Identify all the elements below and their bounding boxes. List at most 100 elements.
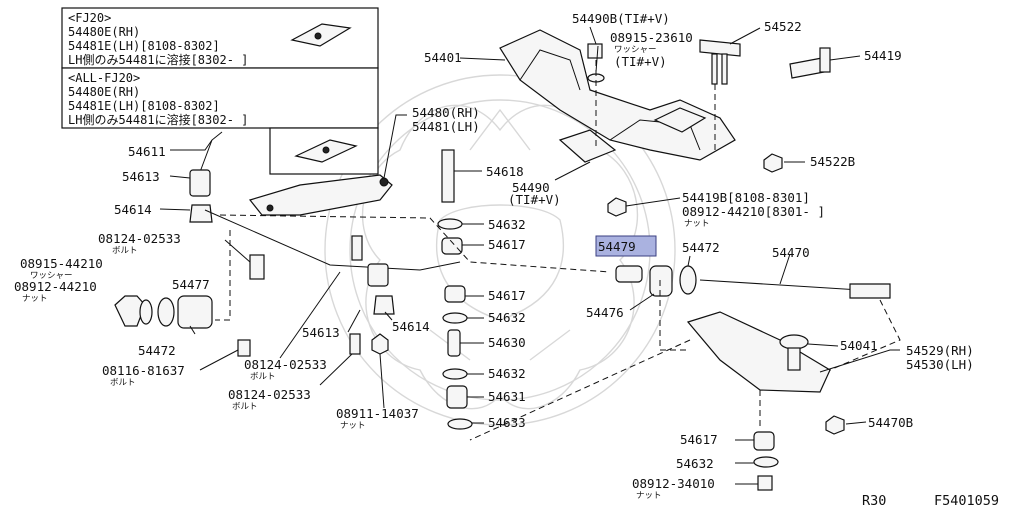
footer-figure-code: F5401059 xyxy=(934,493,999,509)
label-08915-23610[interactable]: 08915-23610 xyxy=(610,30,693,45)
label-54419[interactable]: 54419 xyxy=(864,48,902,63)
label-08124b-sub: ボルト xyxy=(250,372,276,382)
inset-all-line1: 54480E(RH) xyxy=(68,85,140,99)
label-54472b[interactable]: 54472 xyxy=(682,240,720,255)
label-54630[interactable]: 54630 xyxy=(488,335,526,350)
label-54481[interactable]: 54481(LH) xyxy=(412,119,480,134)
label-08915-44210[interactable]: 08915-44210 xyxy=(20,256,103,271)
label-54631[interactable]: 54631 xyxy=(488,389,526,404)
label-54611[interactable]: 54611 xyxy=(128,144,166,159)
label-08116-81637[interactable]: 08116-81637 xyxy=(102,363,185,378)
label-08911-sub: ナット xyxy=(340,421,366,431)
label-54632[interactable]: 54632 xyxy=(488,217,526,232)
inset-box-fj20: <FJ20> 54480E(RH) 54481E(LH)[8108-8302] … xyxy=(61,7,379,69)
bolt-08124c xyxy=(349,333,361,355)
label-08912-44210b[interactable]: 08912-44210[8301- ] xyxy=(682,204,825,219)
bolt-08124b xyxy=(351,235,363,261)
inset-fj20-line2: 54481E(LH)[8108-8302] xyxy=(68,39,220,53)
label-54470[interactable]: 54470 xyxy=(772,245,810,260)
nut-08911 xyxy=(371,333,389,355)
ball-joint-cap-54041 xyxy=(779,334,809,350)
label-08912-34010[interactable]: 08912-34010 xyxy=(632,476,715,491)
bushing-54617b xyxy=(444,285,466,303)
label-08124b[interactable]: 08124-02533 xyxy=(244,357,327,372)
inset-fj20-line3: LH側のみ54481に溶接[8302- ] xyxy=(68,52,248,67)
label-54476[interactable]: 54476 xyxy=(586,305,624,320)
label-08912-sub: ナット xyxy=(22,294,48,304)
label-54490b[interactable]: 54490B(TI#+V) xyxy=(572,11,670,26)
label-08912-44210[interactable]: 08912-44210 xyxy=(14,279,97,294)
inset-fj20-line1: 54480E(RH) xyxy=(68,25,140,39)
lower-arm-assembly xyxy=(686,311,845,491)
label-54618[interactable]: 54618 xyxy=(486,164,524,179)
gusset-hole-2 xyxy=(322,146,330,154)
label-08124c-sub: ボルト xyxy=(232,402,258,412)
label-54401[interactable]: 54401 xyxy=(424,50,462,65)
label-08124c[interactable]: 08124-02533 xyxy=(228,387,311,402)
inset-all-line3: LH側のみ54481に溶接[8302- ] xyxy=(68,112,248,127)
nut-54490b xyxy=(587,43,603,59)
label-54530[interactable]: 54530(LH) xyxy=(906,357,974,372)
part-highlight-54479[interactable] xyxy=(595,235,657,257)
bolt-08124a xyxy=(249,254,265,280)
label-54617[interactable]: 54617 xyxy=(488,237,526,252)
stabilizer-clamp-54614b xyxy=(373,295,395,315)
label-54617b[interactable]: 54617 xyxy=(488,288,526,303)
bushing-54476 xyxy=(649,265,673,297)
label-08124-02533[interactable]: 08124-02533 xyxy=(98,231,181,246)
washer-54472a xyxy=(157,297,175,327)
label-54632d[interactable]: 54632 xyxy=(676,456,714,471)
label-08912b-sub: ナット xyxy=(684,219,710,229)
inset-all-header: <ALL-FJ20> xyxy=(68,71,140,85)
leader-lines xyxy=(159,26,900,485)
label-54479[interactable]: 54479 xyxy=(598,239,636,254)
crossmember-54401 xyxy=(499,29,736,163)
bushing-54617c xyxy=(753,431,775,451)
label-54613[interactable]: 54613 xyxy=(122,169,160,184)
bolt-08116 xyxy=(237,339,251,357)
label-54490[interactable]: 54490 xyxy=(512,180,550,195)
spacer-54630 xyxy=(447,329,461,357)
label-54614b[interactable]: 54614 xyxy=(392,319,430,334)
label-54633[interactable]: 54633 xyxy=(488,415,526,430)
label-54529[interactable]: 54529(RH) xyxy=(906,343,974,358)
label-54632b[interactable]: 54632 xyxy=(488,310,526,325)
inset-fj20-header: <FJ20> xyxy=(68,11,111,25)
bolt-54419 xyxy=(789,57,825,79)
crossmember-insulator xyxy=(558,129,617,163)
label-08116-sub: ボルト xyxy=(110,378,136,388)
label-08915b-sub: ワッシャー xyxy=(614,45,657,55)
stabilizer-bushing-54613b xyxy=(367,263,389,287)
label-54419b[interactable]: 54419B[8108-8301] xyxy=(682,190,810,205)
washer-54632c xyxy=(442,368,468,380)
label-54480[interactable]: 54480(RH) xyxy=(412,105,480,120)
bushing-54617a xyxy=(441,237,463,255)
label-08912c-sub: ナット xyxy=(636,491,662,501)
washer-54633 xyxy=(447,418,473,430)
washer-54632d xyxy=(753,456,779,468)
nut-08912c xyxy=(757,475,773,491)
inset-box-all: <ALL-FJ20> 54480E(RH) 54481E(LH)[8108-83… xyxy=(61,67,379,175)
label-54617c[interactable]: 54617 xyxy=(680,432,718,447)
bushing-54477 xyxy=(177,295,213,329)
label-08911-14037[interactable]: 08911-14037 xyxy=(336,406,419,421)
watermark-emblem xyxy=(324,74,676,426)
label-08124-sub: ボルト xyxy=(112,246,138,256)
washer-54472b xyxy=(679,265,697,295)
label-54041[interactable]: 54041 xyxy=(840,338,878,353)
label-54470b[interactable]: 54470B xyxy=(868,415,913,430)
label-54522b[interactable]: 54522B xyxy=(810,154,855,169)
spacer-54479 xyxy=(615,265,643,283)
stabilizer-bushing-54613 xyxy=(189,169,211,197)
label-54490-sub: (TI#+V) xyxy=(508,192,561,207)
label-54614[interactable]: 54614 xyxy=(114,202,152,217)
nut-54470b xyxy=(825,415,845,435)
inset-all-line2: 54481E(LH)[8108-8302] xyxy=(68,99,220,113)
label-54522[interactable]: 54522 xyxy=(764,19,802,34)
label-54613b[interactable]: 54613 xyxy=(302,325,340,340)
label-54477[interactable]: 54477 xyxy=(172,277,210,292)
label-54632c[interactable]: 54632 xyxy=(488,366,526,381)
lower-arm-54529 xyxy=(686,311,831,393)
label-54472[interactable]: 54472 xyxy=(138,343,176,358)
